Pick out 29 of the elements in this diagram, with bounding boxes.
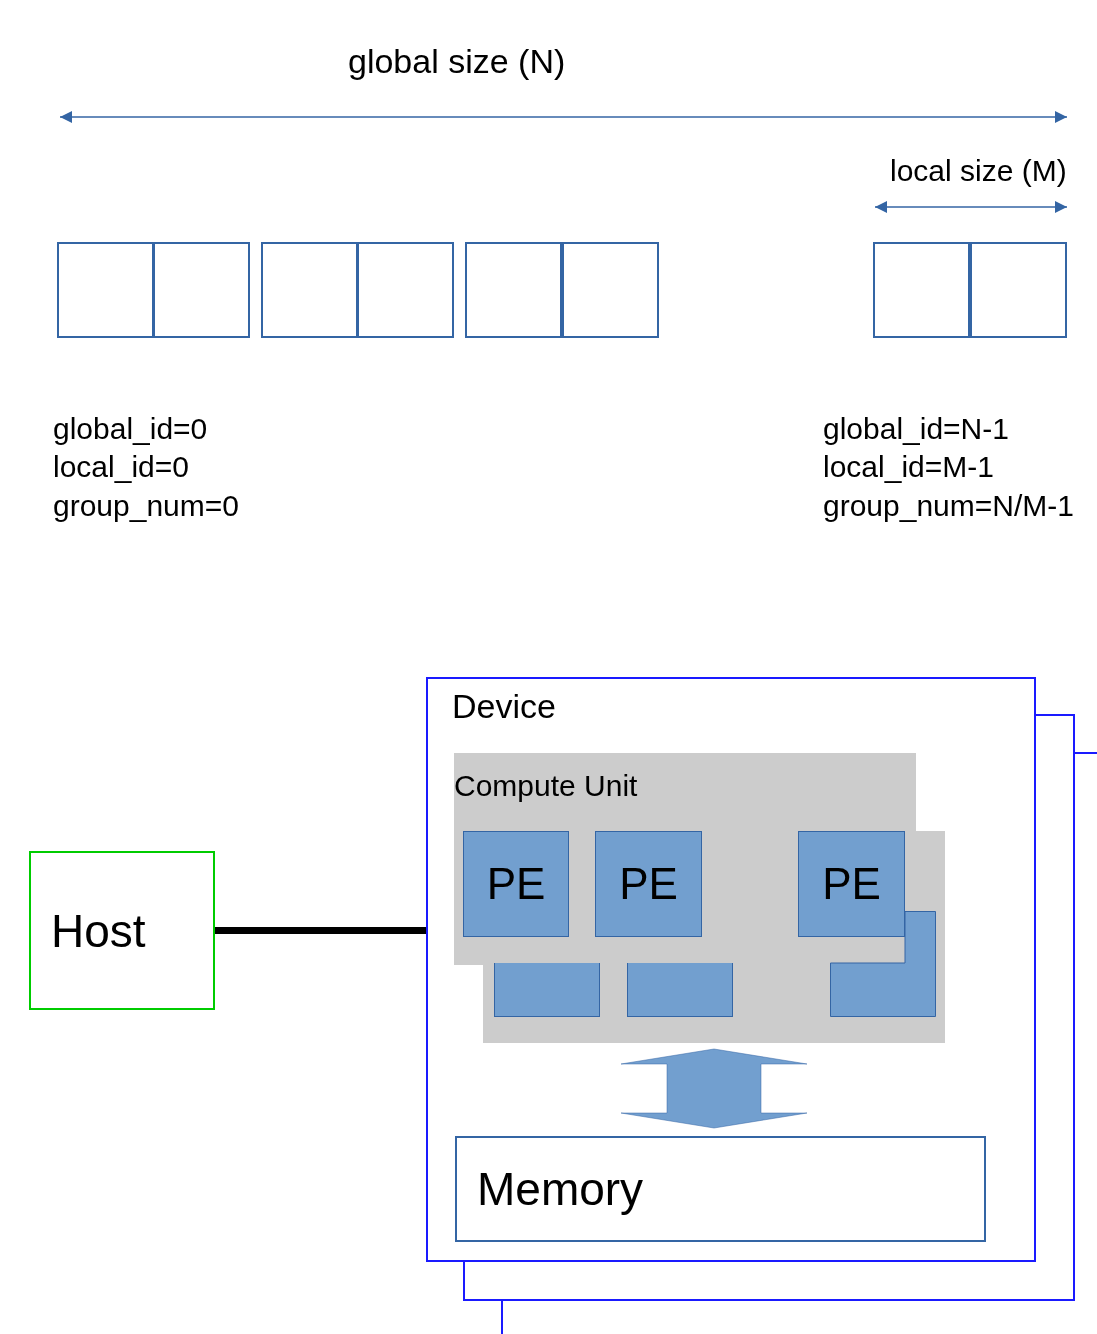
- node-label: PE: [486, 862, 546, 906]
- work-item-box: [153, 242, 250, 338]
- text-label: group_num=0: [53, 488, 239, 524]
- node-label: PE: [822, 862, 881, 906]
- text-label: local size (M): [890, 153, 1067, 189]
- text-label: global_id=N-1: [823, 411, 1009, 447]
- title: global size (N): [348, 41, 566, 82]
- work-item-box: [357, 242, 454, 338]
- connector-line: [215, 927, 426, 934]
- processing-element-box: [494, 963, 600, 1017]
- work-item-box: [261, 242, 358, 338]
- text-label: local_id=0: [53, 449, 189, 485]
- text-label: global_id=0: [53, 411, 208, 447]
- text-label: local_id=M-1: [823, 449, 994, 485]
- work-item-box: [562, 242, 659, 338]
- node-label: Device: [452, 689, 556, 723]
- node-label: PE: [619, 862, 678, 906]
- node-label: Host: [51, 907, 146, 954]
- node-label: Compute Unit: [454, 771, 638, 801]
- processing-element-box: [627, 963, 733, 1017]
- work-item-box: [873, 242, 970, 338]
- work-item-box: [465, 242, 562, 338]
- host-box: [29, 851, 215, 1010]
- double-arrow: [620, 1048, 808, 1129]
- work-item-box: [57, 242, 154, 338]
- processing-element-box: [830, 911, 936, 1017]
- work-item-box: [970, 242, 1067, 338]
- text-label: group_num=N/M-1: [823, 488, 1074, 524]
- memory-box: [455, 1136, 986, 1242]
